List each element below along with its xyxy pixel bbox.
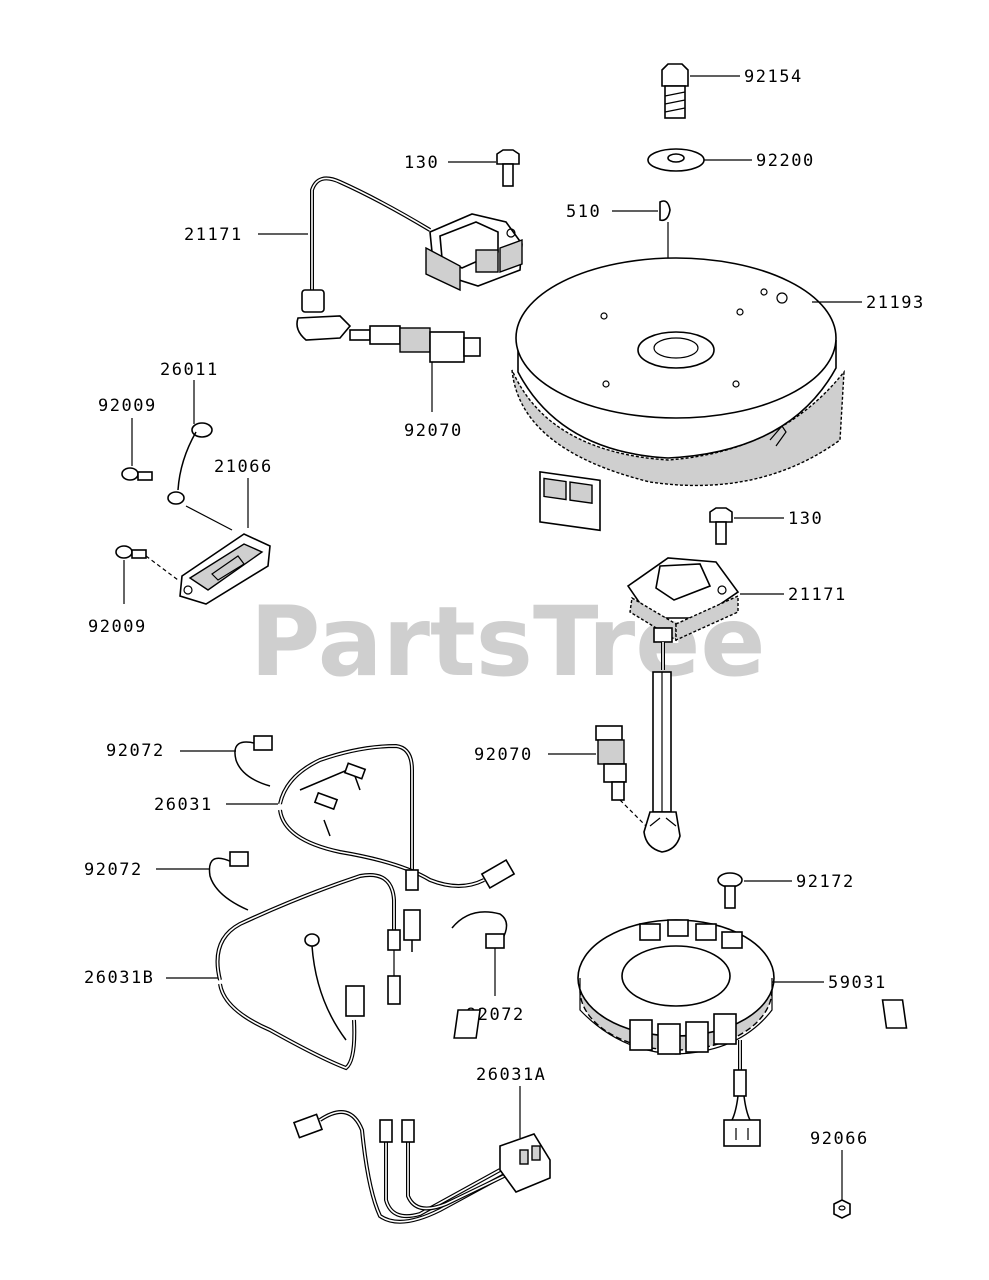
flywheel-21193[interactable] [511, 257, 845, 532]
terminal-92072-b[interactable] [208, 851, 249, 911]
harness-26031B[interactable] [215, 873, 401, 1071]
ground-lead-26011[interactable] [167, 422, 213, 505]
callout-21066[interactable]: 21066 [214, 457, 273, 477]
nut-92066[interactable] [833, 1199, 851, 1219]
bolt-130-top[interactable] [496, 149, 520, 187]
terminal-92072-c[interactable] [451, 911, 508, 949]
callout-26011[interactable]: 26011 [160, 360, 219, 380]
harness-26031[interactable] [278, 743, 516, 952]
callout-92200[interactable]: 92200 [756, 151, 815, 171]
callout-130-mid[interactable]: 130 [788, 509, 823, 529]
callout-92072-b[interactable]: 92072 [84, 860, 143, 880]
bolt-92154[interactable] [661, 63, 689, 119]
harness-26031A[interactable] [292, 1110, 551, 1224]
screw-92009-bottom[interactable] [115, 545, 147, 559]
washer-92200[interactable] [647, 148, 705, 172]
callout-92070-top[interactable]: 92070 [404, 421, 463, 441]
callout-21171-top[interactable]: 21171 [184, 225, 243, 245]
ignition-coil-21171-top[interactable] [296, 176, 523, 341]
callout-92154[interactable]: 92154 [744, 67, 803, 87]
callout-92009-bottom[interactable]: 92009 [88, 617, 147, 637]
terminal-92072-a[interactable] [234, 735, 273, 787]
bolt-92172[interactable] [717, 872, 743, 909]
screw-92009-top[interactable] [121, 467, 153, 481]
callout-26031[interactable]: 26031 [154, 795, 213, 815]
callout-92070-mid[interactable]: 92070 [474, 745, 533, 765]
spark-plug-92070-mid[interactable] [595, 725, 647, 827]
key-510[interactable] [659, 200, 671, 222]
callout-26031A[interactable]: 26031A [476, 1065, 546, 1085]
callout-26031B[interactable]: 26031B [84, 968, 154, 988]
callout-92172[interactable]: 92172 [796, 872, 855, 892]
callout-21171-mid[interactable]: 21171 [788, 585, 847, 605]
callout-21193[interactable]: 21193 [866, 293, 925, 313]
callout-130-top[interactable]: 130 [404, 153, 439, 173]
callout-59031[interactable]: 59031 [828, 973, 887, 993]
spark-plug-92070-top[interactable] [349, 325, 481, 363]
bolt-130-mid[interactable] [709, 507, 733, 545]
callout-92066[interactable]: 92066 [810, 1129, 869, 1149]
callout-510[interactable]: 510 [566, 202, 601, 222]
callout-92009-top[interactable]: 92009 [98, 396, 157, 416]
leader-92009-bottom-screw [145, 555, 179, 581]
leader-21066-to-lead [185, 505, 233, 531]
stator-59031[interactable] [453, 919, 908, 1147]
ignition-coil-21171-mid[interactable] [626, 557, 740, 853]
callout-92072-a[interactable]: 92072 [106, 741, 165, 761]
module-21066[interactable] [179, 533, 271, 605]
